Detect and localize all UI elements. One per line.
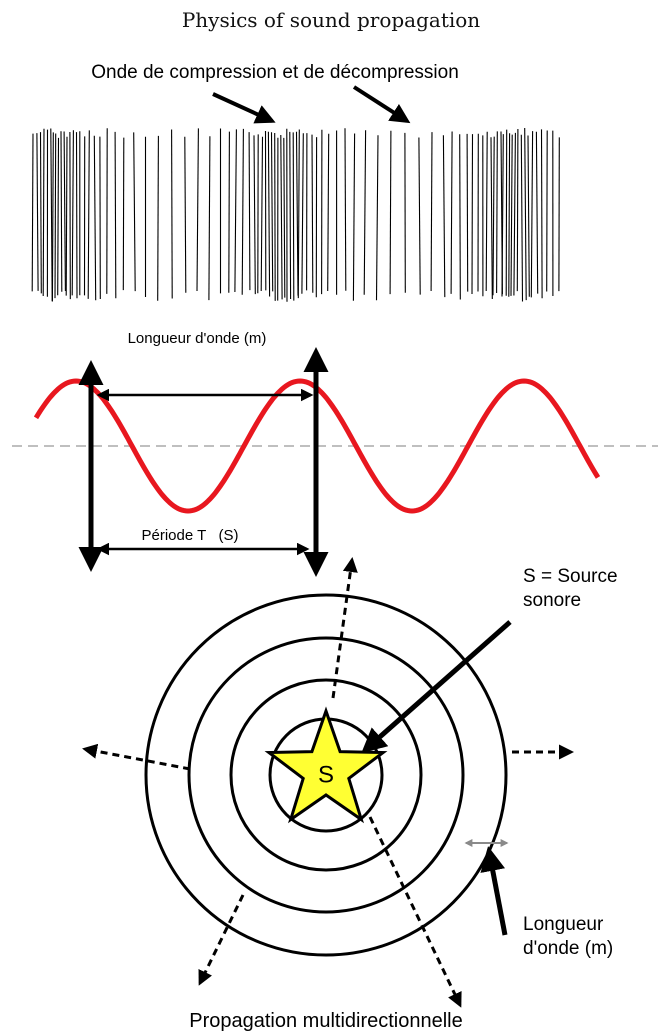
compression-lines — [31, 127, 560, 302]
compression-line — [234, 129, 237, 293]
compression-line — [31, 133, 34, 292]
compression-line — [501, 134, 504, 297]
wavelength-label-line1: Longueur — [523, 914, 604, 935]
wavelength-label: Longueur d'onde (m) — [128, 330, 267, 347]
compression-line — [122, 137, 125, 291]
compression-line — [270, 132, 274, 292]
compression-line — [274, 132, 276, 301]
compression-line — [466, 133, 469, 292]
compression-line — [289, 131, 292, 300]
compression-line — [42, 128, 45, 297]
compression-line — [171, 129, 173, 299]
decompression-arrow — [352, 85, 411, 124]
propagation-label: Propagation multidirectionnelle — [189, 1010, 463, 1032]
compression-line — [496, 131, 498, 294]
compression-line — [297, 129, 300, 299]
compression-line — [87, 130, 90, 299]
compression-line — [133, 132, 136, 292]
compression-line — [228, 131, 230, 293]
compression-line — [54, 133, 57, 299]
compression-line — [459, 134, 461, 300]
compression-line — [51, 132, 54, 302]
compression-line — [63, 131, 66, 292]
compression-line — [527, 135, 530, 297]
compression-line — [508, 133, 511, 297]
page-title: Physics of sound propagation — [182, 8, 480, 32]
star-source-letter: S — [318, 762, 334, 789]
compression-line — [540, 129, 543, 299]
compression-wave-section: Onde de compression et de décompression — [31, 62, 560, 302]
compression-line — [65, 136, 68, 296]
compression-line — [485, 131, 488, 292]
compression-line — [292, 132, 295, 301]
compression-line — [71, 130, 74, 296]
period-label: Période T (S) — [142, 527, 239, 544]
compression-line — [418, 137, 421, 295]
compression-line — [510, 134, 513, 296]
compression-line — [301, 133, 304, 294]
compression-line — [546, 130, 548, 292]
compression-line — [93, 135, 97, 301]
source-arrow — [361, 620, 512, 754]
compression-line — [516, 128, 519, 292]
sine-wave-section: Longueur d'onde (m) Période T (S) — [12, 330, 658, 577]
compression-line — [196, 128, 199, 292]
compression-line — [157, 135, 159, 301]
wavefront-ring-3 — [187, 636, 465, 914]
compression-line — [267, 131, 271, 297]
compression-line — [39, 132, 42, 294]
ring-wavelength-arrow — [480, 846, 508, 936]
compression-line — [260, 136, 264, 292]
compression-line — [114, 131, 117, 299]
compression-line — [471, 134, 474, 295]
compression-line — [57, 137, 60, 296]
compression-line — [375, 135, 379, 301]
compression-line — [520, 134, 524, 302]
compression-line — [36, 133, 39, 291]
compression-line — [530, 131, 534, 298]
wavefront-ring-4 — [144, 593, 508, 957]
compression-line — [208, 136, 211, 301]
compression-line — [505, 129, 508, 296]
compression-line — [283, 137, 286, 298]
wavefront-ring-2 — [229, 678, 423, 872]
sound-source-star — [264, 706, 388, 824]
propagation-arrow-down-left — [198, 894, 245, 986]
source-diagram-section: S S = Source sonore Longueur d'onde (m) … — [82, 557, 618, 1032]
source-label-line1: S = Source — [523, 566, 618, 587]
compression-line — [492, 136, 495, 296]
compression-line — [253, 135, 256, 295]
source-label-line2: sonore — [523, 590, 581, 611]
compression-label: Onde de compression et de décompression — [91, 62, 459, 83]
propagation-arrow-left — [82, 743, 191, 771]
compression-line — [60, 131, 63, 292]
compression-line — [280, 134, 283, 300]
compression-line — [352, 133, 356, 301]
compression-line — [75, 132, 78, 299]
compression-line — [363, 130, 367, 295]
compression-line — [295, 131, 299, 296]
propagation-arrow-up — [331, 557, 358, 699]
wavelength-label-line2: d'onde (m) — [523, 938, 613, 959]
compression-line — [389, 130, 392, 295]
compression-line — [513, 132, 516, 296]
compression-line — [327, 133, 330, 292]
compression-line — [248, 132, 251, 291]
compression-arrow — [212, 92, 276, 124]
compression-line — [241, 128, 244, 295]
compression-line — [184, 136, 187, 293]
compression-line — [311, 134, 314, 293]
compression-line — [490, 137, 493, 300]
compression-line — [524, 127, 527, 301]
compression-line — [344, 128, 347, 291]
compression-line — [430, 132, 433, 292]
propagation-arrow-down-right — [368, 816, 462, 1008]
compression-line — [535, 131, 539, 294]
compression-line — [442, 135, 446, 298]
compression-line — [450, 131, 453, 294]
compression-line — [50, 128, 53, 302]
